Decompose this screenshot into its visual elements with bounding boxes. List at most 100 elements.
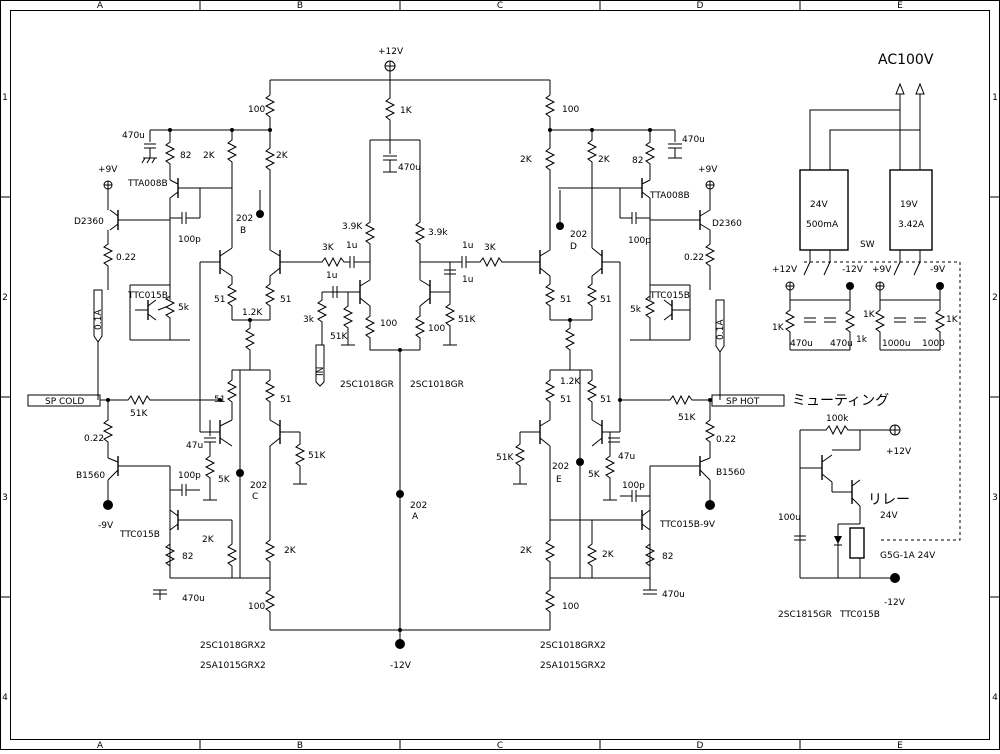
- left-led202c-letter: C: [252, 492, 258, 502]
- mute-relay-model-label: G5G-1A 24V: [880, 551, 936, 561]
- right-r51-d-label: 51: [600, 395, 611, 405]
- psu-c470-a-label: 470u: [790, 339, 813, 349]
- right-c100p-top-label: 100p: [628, 236, 651, 246]
- center-r3k-r-label: 3K: [484, 243, 497, 253]
- resistor-100-bot-right-icon: [544, 578, 556, 630]
- center-r3k-in-label: 3k: [303, 315, 315, 325]
- left-tr-d2360-label: D2360: [74, 217, 104, 227]
- resistor-2k-b-right-icon: [586, 130, 598, 248]
- center-r39k-l-label: 3.9K: [342, 222, 363, 232]
- resistor-2k-a-left-icon: [226, 130, 238, 190]
- left-led202b-letter: B: [240, 226, 246, 236]
- right-r2k-b-label: 2K: [598, 155, 611, 165]
- resistor-51-b-right-icon: [586, 276, 598, 320]
- resistor-100-top-left-icon: [264, 94, 276, 118]
- right-tr-b1560-label: B1560: [716, 468, 745, 478]
- mute-relay-label: リレー: [868, 492, 910, 508]
- psu-t1-a-label: 500mA: [806, 220, 839, 230]
- left-r2k-a-label: 2K: [203, 151, 216, 161]
- resistor-51-b-left-icon: [264, 276, 276, 320]
- resistor-51k-c-left-icon: [294, 432, 306, 484]
- resistor-2k-d-left-icon: [264, 446, 276, 578]
- center-led202a-label: 202: [410, 501, 427, 511]
- resistor-022-bot-right-icon: [704, 400, 716, 458]
- right-tr-ttc-vbe-label: TTC015B: [649, 291, 690, 301]
- vplus-label: +12V: [378, 47, 404, 57]
- vminus-label: -12V: [390, 661, 412, 671]
- psu-r1k-b-icon: [844, 300, 856, 350]
- sp-cold-label: SP COLD: [45, 397, 84, 407]
- center-r1k-label: 1K: [400, 106, 413, 116]
- resistor-82-bot-left-icon: [164, 530, 176, 578]
- left-r5k-label: 5K: [218, 475, 231, 485]
- right-c470-top-label: 470u: [682, 135, 705, 145]
- right-r100-bot-label: 100: [562, 602, 579, 612]
- left-r2k-d-label: 2K: [284, 546, 297, 556]
- left-tr-tta-label: TTA008B: [127, 179, 168, 189]
- right-channel: 100 470u 2K 2K 82 TTA008B +9V D2360 100p…: [496, 80, 785, 671]
- left-c47u-label: 47u: [186, 441, 203, 451]
- resistor-2k-d-right-icon: [586, 520, 598, 578]
- relay-coil-icon: [849, 527, 865, 559]
- resistor-022-bot-left-icon: [102, 400, 114, 458]
- supply-rails: +12V -12V: [270, 47, 550, 671]
- ac-terminal-2-icon: [915, 82, 925, 95]
- resistor-51-c-right-icon: [544, 370, 556, 420]
- resistor-51k-l-icon: [342, 292, 354, 345]
- col-label-b-bottom: B: [297, 741, 303, 750]
- left-c100p-bot-label: 100p: [178, 471, 201, 481]
- resistor-100-bot-left-icon: [264, 578, 276, 630]
- left-r51k-fb-label: 51K: [130, 409, 148, 419]
- mute-c100u-label: 100u: [778, 513, 801, 523]
- center-c1u-r2-label: 1u: [462, 275, 473, 285]
- ac100v-label: AC100V: [878, 52, 934, 68]
- mute-tr1-label: 2SC1815GR: [778, 610, 832, 620]
- psu-m12-terminal-icon: [846, 282, 854, 290]
- left-m9-label: -9V: [98, 521, 114, 531]
- center-c470-label: 470u: [398, 163, 421, 173]
- left-c470-bot-label: 470u: [182, 594, 205, 604]
- power-supply: AC100V 24V 500mA 19V 3.42A SW +12V -12V …: [772, 52, 961, 541]
- right-r51-c-label: 51: [560, 395, 571, 405]
- psu-p9-label: +9V: [872, 265, 892, 275]
- center-q-r-label: 2SC1018GR: [410, 380, 464, 390]
- resistor-51k-e-right-icon: [514, 432, 526, 484]
- center-led202a-icon: [396, 490, 404, 498]
- resistor-100-l-icon: [364, 306, 420, 351]
- resistor-51-a-right-icon: [544, 276, 556, 320]
- row-label-3-left: 3: [2, 493, 8, 503]
- center-r51k-r-label: 51K: [458, 315, 476, 325]
- resistor-2k-c-right-icon: [544, 446, 556, 578]
- col-label-e-bottom: E: [897, 741, 903, 750]
- resistor-51-a-left-icon: [226, 276, 238, 320]
- right-led202d-label: 202: [570, 230, 587, 240]
- mute-r100k-icon: [820, 424, 890, 436]
- psu-sw-label: SW: [860, 240, 875, 250]
- psu-r1k-b-label: 1k: [856, 335, 868, 345]
- left-r022-top-label: 0.22: [116, 253, 136, 263]
- left-r022-bot-label: 0.22: [84, 434, 104, 444]
- center-c1u-in-label: 1u: [326, 271, 337, 281]
- sp-hot-label: SP HOT: [726, 397, 760, 407]
- right-r51k-e-label: 51K: [496, 453, 514, 463]
- mute-p12-label: +12V: [886, 447, 912, 457]
- right-r022-bot-label: 0.22: [716, 435, 736, 445]
- resistor-3k-l-icon: [315, 256, 350, 268]
- row-label-1-right: 1: [992, 93, 998, 103]
- left-r100-top-label: 100: [248, 105, 265, 115]
- left-r100-bot-label: 100: [248, 602, 265, 612]
- left-m9-terminal-icon: [103, 500, 113, 510]
- muting-circuit: ミューティング 100k +12V リレー 24V 100u G5G-1A 24…: [778, 393, 936, 620]
- left-r51-d-label: 51: [280, 395, 291, 405]
- resistor-3k-r-icon: [466, 256, 520, 268]
- left-c470-top-label: 470u: [122, 131, 145, 141]
- psu-t2-a-label: 3.42A: [898, 220, 925, 230]
- resistor-3k-in-icon: [316, 292, 328, 345]
- psu-m9-label: -9V: [930, 265, 946, 275]
- right-c47u-label: 47u: [618, 452, 635, 462]
- left-p9-label: +9V: [98, 165, 118, 175]
- psu-c1000-b-label: 1000: [922, 339, 945, 349]
- right-r51k-fb-label: 51K: [678, 413, 696, 423]
- right-r82-top-label: 82: [632, 156, 643, 166]
- psu-m9-terminal-icon: [936, 282, 944, 290]
